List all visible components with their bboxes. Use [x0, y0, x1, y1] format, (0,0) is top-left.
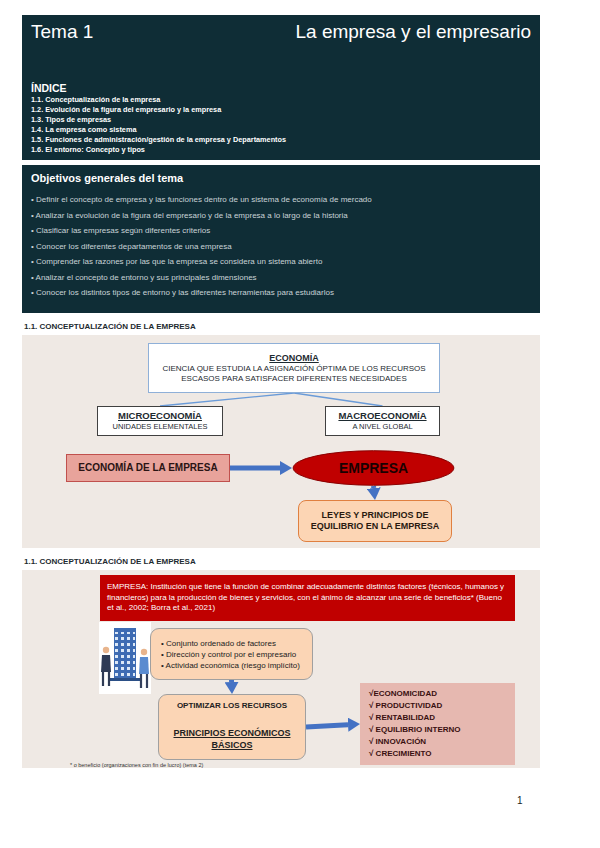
footnote: * o beneficio (organizaciones con fin de…	[70, 762, 203, 768]
node-text: √ECONOMICIDAD	[369, 688, 437, 700]
text-row: Tema 1 La empresa y el empresario	[31, 21, 531, 44]
block-arrow	[230, 466, 280, 471]
person-legs	[141, 674, 147, 688]
node-text: La empresa y el empresario	[296, 21, 532, 44]
objectives-band: Objetivos generales del tema • Definir el…	[22, 165, 540, 313]
node-text: ECONOMÍA	[269, 353, 319, 364]
inner-arrow	[229, 711, 235, 723]
inner-arrow-line	[231, 711, 232, 719]
block-arrow	[306, 725, 348, 727]
node-text: ÍNDICE	[31, 82, 531, 95]
node-text: A NIVEL GLOBAL	[352, 422, 412, 432]
node-text: • Conocer los distintos tipos de entorno…	[31, 285, 531, 301]
node-text: 1.4. La empresa como sistema	[31, 125, 531, 135]
node-text: • Analizar la evolución de la figura del…	[31, 208, 531, 224]
principles-list: √ECONOMICIDAD√ PRODUCTIVIDAD√ RENTABILID…	[360, 683, 515, 765]
feature-box: • Conjunto ordenado de factores• Direcci…	[150, 628, 313, 680]
node-text: • Conocer los diferentes departamentos d…	[31, 239, 531, 255]
node-text: 1.3. Tipos de empresas	[31, 115, 531, 125]
person-head	[103, 647, 109, 653]
node-text: • Actividad económica (riesgo implícito)	[161, 660, 300, 671]
building-base	[110, 678, 140, 681]
node-text: • Conjunto ordenado de factores	[161, 638, 276, 649]
node-text: 1.2. Evolución de la figura del empresar…	[31, 105, 531, 115]
node-text: √ EQUILIBRIO INTERNO	[369, 724, 461, 736]
node-text: 1.1. Conceptualización de la empresa	[31, 95, 531, 105]
inner-arrow-head	[229, 718, 235, 723]
node-text: PRINCIPIOS ECONÓMICOS BÁSICOS	[165, 727, 299, 751]
concept-box: MACROECONOMÍAA NIVEL GLOBAL	[325, 406, 440, 436]
page-number: 1	[517, 795, 523, 806]
definition-box: EMPRESA: Institución que tiene la funció…	[100, 575, 515, 621]
connector-line	[294, 393, 383, 406]
node-text: CIENCIA QUE ESTUDIA LA ASIGNACIÓN ÓPTIMA…	[157, 364, 431, 384]
concept-box: MICROECONOMÍAUNIDADES ELEMENTALES	[97, 406, 223, 436]
node-text: • Clasificar las empresas según diferent…	[31, 223, 531, 239]
illustration-ground	[99, 622, 151, 694]
node-text: √ RENTABILIDAD	[369, 712, 435, 724]
connector-line	[160, 393, 294, 406]
page-number-holder: 1	[517, 795, 523, 806]
node-text: 1.5. Funciones de administración/gestión…	[31, 135, 531, 145]
person-body	[139, 657, 149, 674]
definition-box: ECONOMÍACIENCIA QUE ESTUDIA LA ASIGNACIÓ…	[148, 343, 440, 393]
node-text: √ PRODUCTIVIDAD	[369, 700, 442, 712]
node-text: EMPRESA: Institución que tiene la funció…	[107, 582, 508, 614]
node-text: • Analizar el concepto de entorno y sus …	[31, 270, 531, 286]
person-body	[101, 655, 111, 672]
node-text: • Dirección y control por el empresario	[161, 649, 296, 660]
node-text: • Definir el concepto de empresa y las f…	[31, 192, 531, 208]
building-windows	[115, 632, 135, 676]
node-text: Objetivos generales del tema	[31, 171, 531, 185]
node-text: MICROECONOMÍA	[118, 410, 202, 422]
node-text: OPTIMIZAR LOS RECURSOS	[177, 701, 287, 711]
highlight-ellipse: EMPRESA	[292, 450, 455, 486]
node-text: 1.6. El entorno: Concepto y tipos	[31, 145, 531, 155]
slide-panel: 1.1. CONCEPTUALIZACIÓN DE LA EMPRESA ECON…	[22, 318, 540, 548]
block-arrow	[229, 680, 234, 682]
node-text: 1.1. CONCEPTUALIZACIÓN DE LA EMPRESA	[22, 553, 540, 570]
footnote-holder: * o beneficio (organizaciones con fin de…	[70, 762, 203, 768]
node-text: ECONOMÍA DE LA EMPRESA	[78, 462, 217, 474]
ellipse-shape	[293, 451, 454, 486]
process-box: OPTIMIZAR LOS RECURSOS PRINCIPIOS ECONÓMI…	[158, 694, 306, 760]
node-text: LEYES Y PRINCIPIOS DE EQUILIBRIO EN LA E…	[305, 510, 445, 532]
node-text: MACROECONOMÍA	[338, 410, 426, 422]
result-box: LEYES Y PRINCIPIOS DE EQUILIBRIO EN LA E…	[298, 500, 452, 542]
title-band: Tema 1La empresa y el empresarioÍNDICE1.…	[22, 15, 540, 160]
process-box: ECONOMÍA DE LA EMPRESA	[66, 454, 230, 482]
node-text: 1.1. CONCEPTUALIZACIÓN DE LA EMPRESA	[22, 318, 540, 335]
person-legs	[103, 672, 109, 686]
node-text: √ CRECIMIENTO	[369, 748, 431, 760]
person-head	[141, 649, 147, 655]
block-arrow	[371, 486, 376, 488]
node-text: Tema 1	[31, 21, 93, 44]
node-text: UNIDADES ELEMENTALES	[113, 422, 208, 432]
node-text: • Comprender las razones por las que la …	[31, 254, 531, 270]
node-text: √ INNOVACIÓN	[369, 736, 426, 748]
building-icon	[114, 628, 136, 680]
office-illustration	[99, 622, 151, 694]
node-text: EMPRESA	[339, 460, 408, 476]
